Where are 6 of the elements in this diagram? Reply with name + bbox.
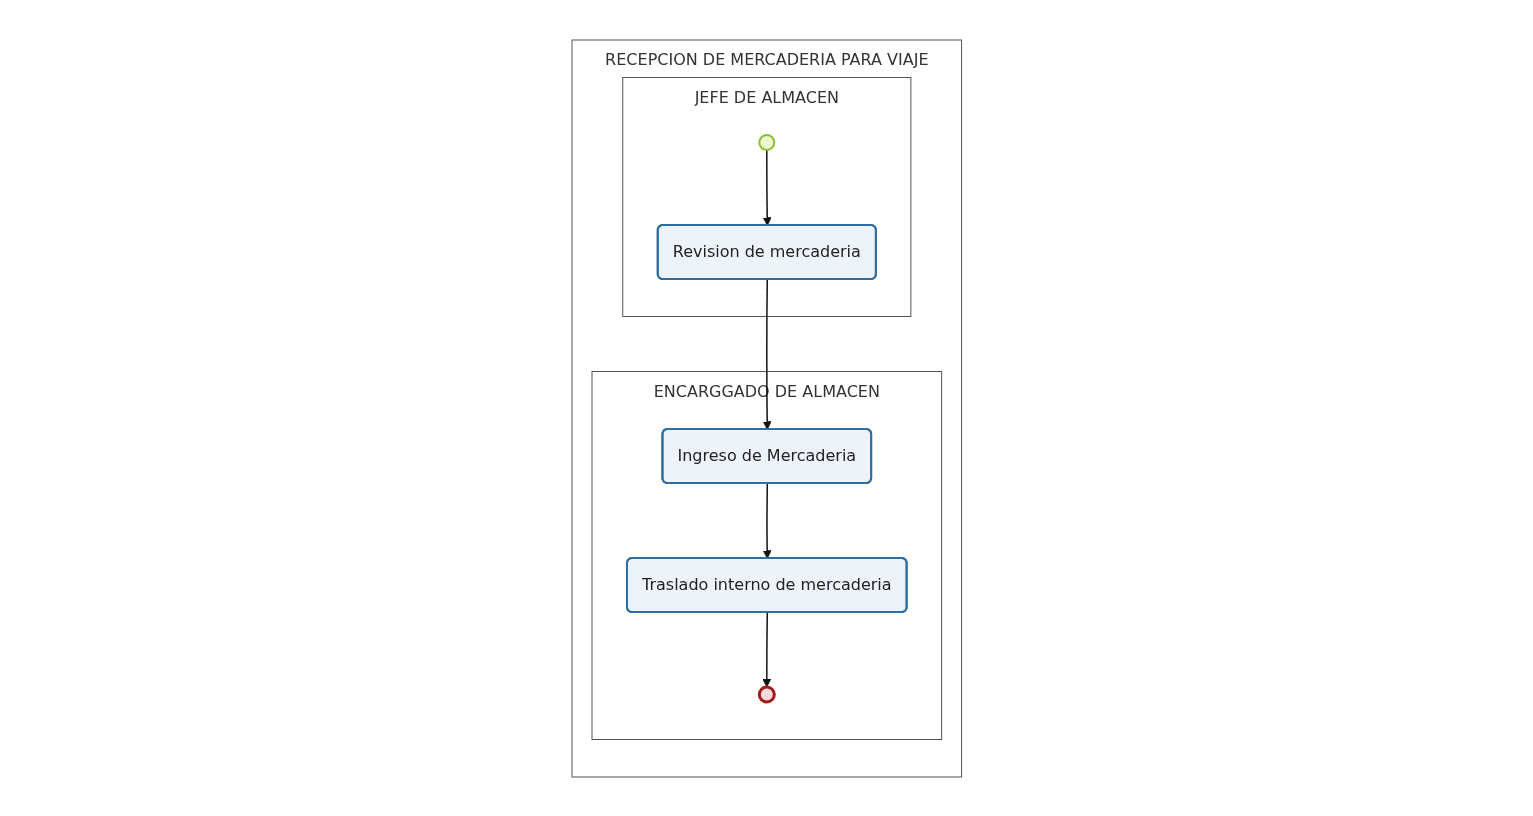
arrow (762, 482, 772, 559)
node-circle (757, 685, 776, 703)
node-circle (758, 133, 775, 151)
arrow (762, 611, 771, 687)
arrow (762, 278, 772, 430)
arrow (762, 148, 772, 226)
